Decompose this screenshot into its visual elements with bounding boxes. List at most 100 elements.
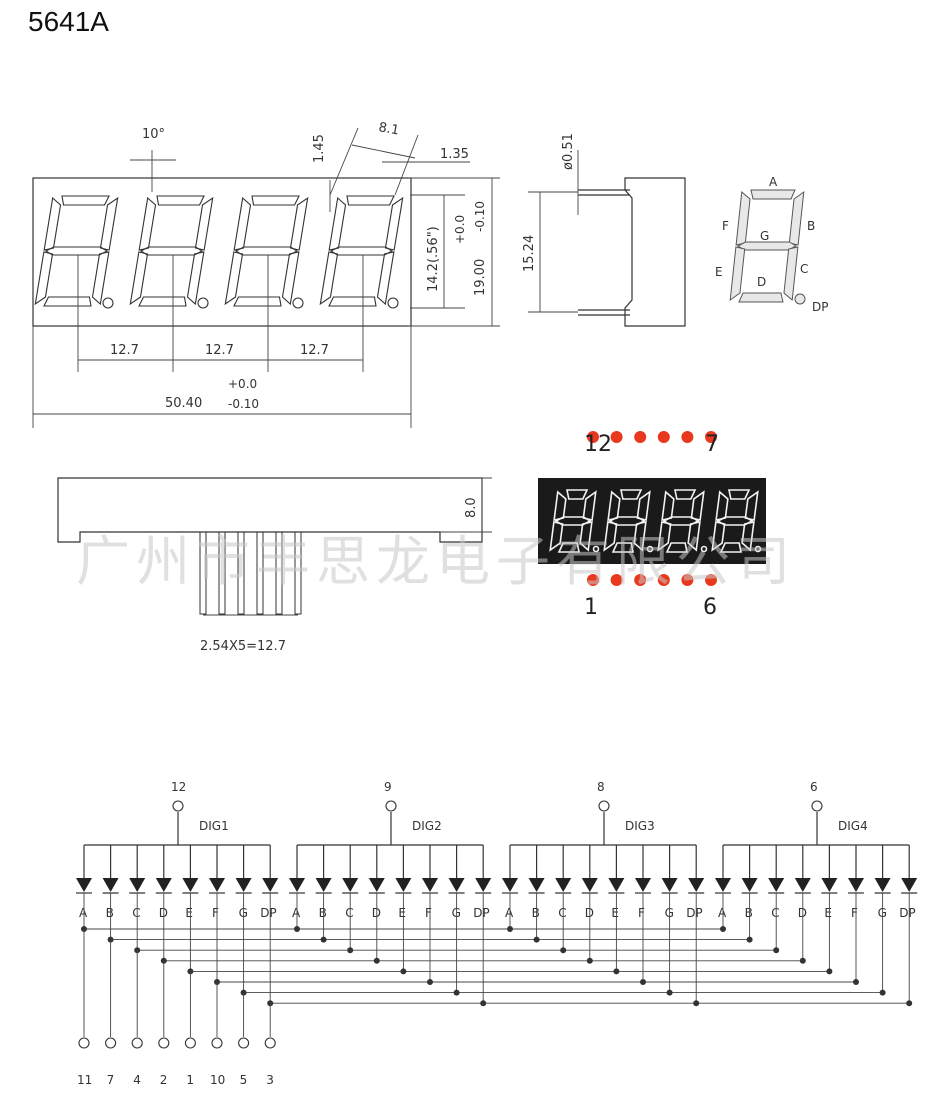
seg-label-f: F	[722, 219, 729, 233]
display-digit-3-seg-a	[674, 489, 697, 500]
segment-diagram-digit-dp	[794, 293, 806, 305]
led-diode-icon	[901, 878, 918, 892]
front-digit-2-seg-f	[138, 196, 157, 251]
segment-pin-terminal	[211, 1037, 223, 1049]
display-digit-4-seg-d	[719, 542, 742, 553]
segment-letter: DP	[260, 906, 276, 920]
segment-letter: A	[505, 906, 514, 920]
side-view: ø0.51 15.24	[522, 133, 686, 327]
led-diode-icon	[502, 878, 518, 892]
display-digit-2-seg-d	[611, 542, 634, 553]
junction-dot	[826, 968, 833, 975]
segment-letter: DP	[686, 906, 702, 920]
segment-pin-number: 11	[77, 1073, 92, 1087]
junction-dot	[400, 968, 407, 975]
pin-dot-top	[587, 431, 599, 443]
led-diode-icon	[368, 878, 385, 892]
segment-letter: C	[558, 906, 566, 920]
segment-letter: B	[106, 906, 114, 920]
common-pin-terminal	[385, 800, 397, 812]
front-digit-4-seg-d	[328, 296, 377, 307]
segment-pin-terminal	[158, 1037, 170, 1049]
segment-letter: C	[132, 906, 140, 920]
front-digit-4-seg-b	[384, 196, 404, 251]
front-digit-1-seg-e	[34, 251, 54, 306]
led-diode-icon	[76, 878, 92, 892]
segment-diagram-digit	[729, 189, 806, 305]
display-digit-4-dp	[754, 545, 762, 553]
segment-diagram-digit-seg-a	[750, 189, 796, 200]
common-pin-terminal	[172, 800, 184, 812]
display-digit-3-seg-f	[661, 490, 675, 522]
seg-label-d: D	[757, 275, 766, 289]
display-digit-3-seg-e	[657, 521, 672, 552]
dim-height-tol-plus: +0.0	[453, 215, 467, 244]
led-diode-icon	[342, 878, 359, 892]
junction-dot	[693, 1000, 700, 1007]
front-digit-3-seg-c	[281, 251, 300, 306]
seg-label-a: A	[769, 175, 778, 189]
pin-dot-top	[657, 431, 670, 443]
bottom-pin	[275, 531, 283, 615]
segment-pin-number: 7	[107, 1073, 115, 1087]
junction-dot	[720, 926, 726, 932]
front-digit-3-seg-d	[233, 296, 282, 307]
front-digit-3-seg-e	[224, 251, 244, 306]
front-digit-3-seg-g	[234, 246, 299, 256]
led-diode-icon	[528, 878, 545, 892]
junction-dot	[853, 979, 859, 985]
segment-letter: B	[532, 906, 540, 920]
led-diode-icon	[581, 878, 598, 892]
led-diode-icon	[821, 878, 838, 892]
led-diode-icon	[262, 878, 279, 892]
front-digit-2-seg-b	[194, 196, 214, 251]
segment-letter: E	[611, 906, 619, 920]
segment-letter: C	[771, 906, 779, 920]
display-digit-1-seg-d	[557, 542, 580, 553]
segment-pin-number: 1	[186, 1073, 194, 1087]
display-digit-2-seg-e	[603, 521, 618, 552]
digit-name: DIG4	[838, 819, 868, 833]
segment-pin-number: 10	[210, 1073, 225, 1087]
segment-letter: B	[319, 906, 327, 920]
display-digit-4-seg-f	[715, 490, 729, 522]
front-digit-4-seg-e	[319, 251, 339, 306]
display-digit-2-seg-a	[620, 489, 643, 500]
display-digit-1-seg-e	[549, 521, 564, 552]
segment-pin-number: 2	[160, 1073, 168, 1087]
dim-pitch-1: 12.7	[110, 343, 139, 358]
pin-dot-bottom	[681, 574, 694, 586]
segment-pin-number: 5	[240, 1073, 248, 1087]
pin-dot-bottom	[634, 574, 647, 586]
front-digit-4	[319, 195, 404, 309]
led-diode-icon	[741, 878, 758, 892]
digit-name: DIG2	[412, 819, 442, 833]
led-diode-icon	[448, 878, 465, 892]
display-digits	[549, 489, 762, 553]
led-diode-icon	[209, 878, 225, 892]
front-digit-2-seg-e	[129, 251, 149, 306]
pin-label-bottom-right: 6	[703, 595, 717, 620]
front-digit-2-dp	[197, 297, 209, 309]
segment-letter: B	[745, 906, 753, 920]
display-digit-4-seg-a	[728, 489, 751, 500]
dim-ext-a	[329, 127, 359, 196]
front-digit-3	[224, 195, 309, 309]
front-digit-4-dp	[387, 297, 399, 309]
led-diode-icon	[155, 878, 172, 892]
pin-dot-top	[681, 431, 694, 443]
display-digit-4	[711, 489, 762, 553]
dim-height: 19.00	[473, 259, 488, 296]
junction-dot	[879, 989, 886, 996]
front-digit-2-seg-a	[156, 195, 205, 206]
junction-dot	[294, 926, 300, 932]
front-digit-4-seg-f	[328, 196, 347, 251]
bottom-view: 8.0 2.54X5=12.7	[57, 477, 492, 654]
junction-dot	[799, 957, 806, 964]
dim-width-tol-minus: -0.10	[228, 397, 259, 411]
display-digit-2-seg-b	[636, 490, 651, 521]
display-digit-3-seg-d	[665, 542, 688, 553]
